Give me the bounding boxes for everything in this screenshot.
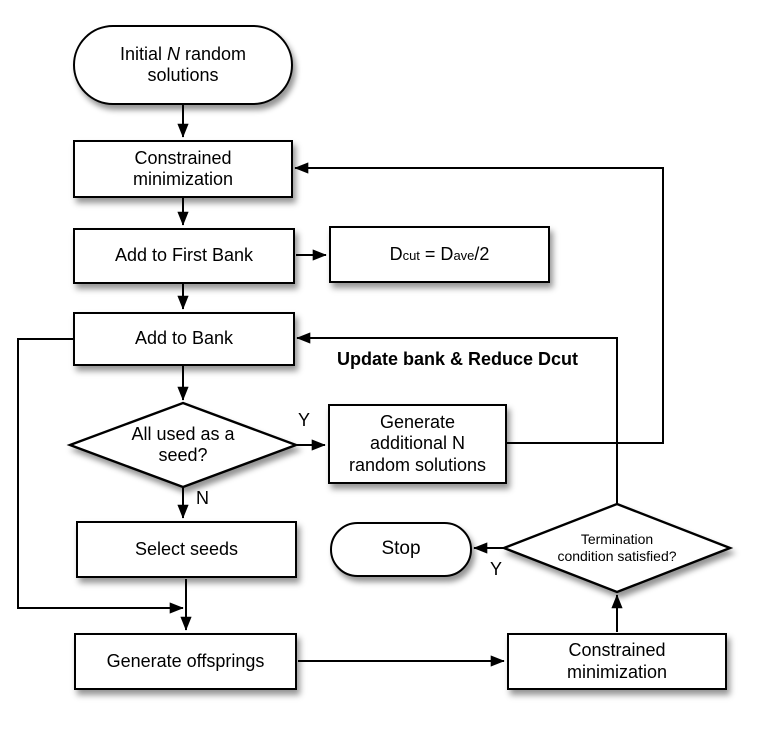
- select-seeds-label: Select seeds: [134, 538, 239, 559]
- gen-additional-line2: additional N: [369, 433, 466, 454]
- update-bank-reduce-dcut-note: Update bank & Reduce Dcut: [337, 349, 579, 369]
- gen-additional-line3: random solutions: [348, 454, 487, 475]
- start-label-line2: solutions: [147, 65, 219, 85]
- edge-label-seed-no: N: [196, 488, 209, 508]
- node-constrained-minimization-top: Constrained minimization: [73, 140, 293, 198]
- edge-add-bank-left-loop-to-junction: [17, 338, 184, 614]
- edge-generate-additional-loop-to-constrained-minimization-top: [294, 162, 664, 444]
- cm-top-label-line1: Constrained: [134, 147, 232, 168]
- start-label-line1: Initial N random: [120, 44, 246, 65]
- start-label-post: random: [179, 43, 247, 64]
- node-stop: Stop: [330, 522, 472, 577]
- node-dcut-equals-dave-over-2: Dcut = Dave/2: [329, 226, 550, 283]
- dcut-label: Dcut = Dave/2: [390, 244, 490, 265]
- edge-termination-decision-to-add-bank: [296, 332, 618, 503]
- node-constrained-minimization-bottom: Constrained minimization: [507, 633, 727, 690]
- cm-top-label-line2: minimization: [132, 169, 234, 189]
- cm-bottom-label-line2: minimization: [566, 661, 668, 682]
- dcut-sub-cut: cut: [402, 247, 420, 263]
- start-label-n: N: [166, 43, 180, 64]
- start-label-pre: Initial: [119, 43, 167, 64]
- node-generate-additional-random-solutions: Generate additional N random solutions: [328, 404, 507, 484]
- node-start: Initial N random solutions: [73, 25, 293, 105]
- dcut-d: D: [389, 243, 403, 264]
- node-add-to-first-bank: Add to First Bank: [73, 228, 295, 284]
- add-bank-label: Add to Bank: [134, 328, 234, 349]
- dcut-equals-d: = D: [419, 243, 454, 264]
- generate-offsprings-label: Generate offsprings: [106, 650, 265, 671]
- decision-shape-termination: [500, 502, 734, 594]
- dcut-over-2: /2: [474, 243, 490, 264]
- add-first-bank-label: Add to First Bank: [114, 245, 254, 266]
- decision-shape-all-used-as-seed: [66, 401, 300, 489]
- node-add-to-bank: Add to Bank: [73, 312, 295, 366]
- cm-bottom-label-line1: Constrained: [568, 640, 666, 661]
- dcut-sub-ave: ave: [453, 247, 475, 263]
- stop-label: Stop: [381, 538, 421, 560]
- edge-label-seed-yes: Y: [298, 410, 311, 430]
- node-select-seeds: Select seeds: [76, 521, 297, 578]
- node-generate-offsprings: Generate offsprings: [74, 633, 297, 690]
- edge-label-termination-yes: Y: [490, 559, 503, 579]
- gen-additional-line1: Generate: [379, 412, 456, 433]
